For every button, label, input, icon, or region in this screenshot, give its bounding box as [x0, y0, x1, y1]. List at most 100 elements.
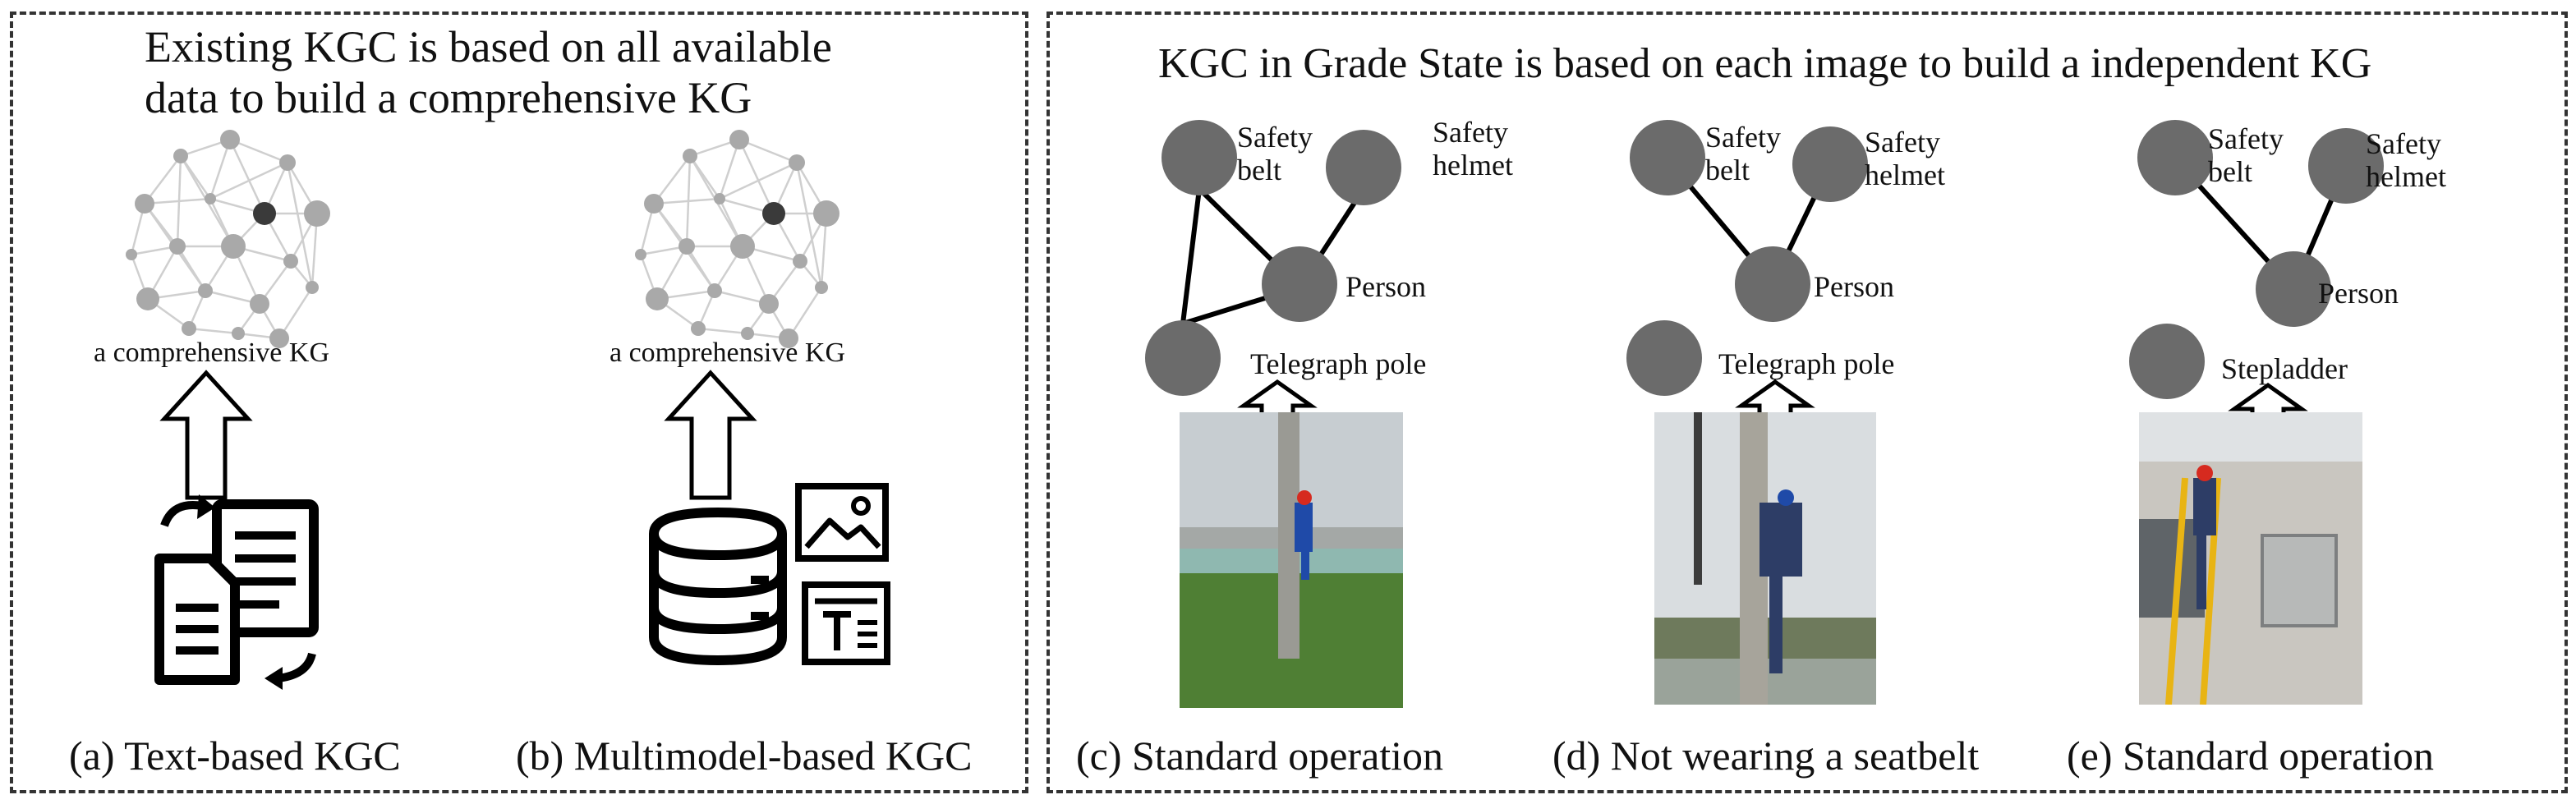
network-node [741, 327, 754, 340]
kg-node-safety-belt [1162, 120, 1237, 195]
network-node [304, 200, 330, 227]
network-node [779, 328, 798, 348]
network-node [813, 200, 840, 227]
left-panel [10, 11, 1028, 793]
network-node [707, 283, 722, 298]
network-node [730, 234, 755, 259]
network-node [279, 154, 296, 171]
network-node [691, 321, 706, 336]
network-node [729, 130, 749, 149]
network-edge [278, 287, 314, 339]
kg-label-a: a comprehensive KG [94, 338, 330, 368]
kg-diagram-d [1626, 120, 1868, 396]
kg-node-object [2129, 324, 2205, 399]
right-heading: KGC in Grade State is based on each imag… [1158, 40, 2372, 87]
network-edge [718, 139, 741, 200]
network-edge [738, 139, 775, 214]
network-edge [653, 155, 691, 204]
network-node [762, 202, 785, 225]
kg-diagram-e [2129, 120, 2384, 399]
network-edge [209, 139, 232, 200]
network-edge [209, 161, 288, 200]
text-document-icon [802, 581, 890, 665]
network-node [221, 234, 246, 259]
photo-telegraph-pole-no-seatbelt [1654, 412, 1876, 705]
network-edge [697, 327, 748, 335]
network-node [714, 193, 725, 204]
network-edge [738, 138, 798, 164]
caption-e: (e) Standard operation [2067, 733, 2435, 779]
kg-node-person [2256, 251, 2331, 327]
network-edge [144, 155, 182, 204]
right-panel [1046, 11, 2568, 793]
network-node [253, 202, 276, 225]
photo-telegraph-pole-standard [1180, 412, 1403, 708]
kg-node-safety-belt [1630, 120, 1705, 195]
network-node [169, 238, 186, 255]
photo-stepladder-standard [2139, 412, 2362, 705]
network-node [198, 283, 213, 298]
network-node [306, 281, 319, 294]
kg-node-safety-belt [2137, 120, 2213, 195]
network-node [250, 294, 269, 314]
caption-b: (b) Multimodel-based KGC [516, 733, 973, 779]
network-edge [228, 139, 266, 214]
network-node [793, 254, 807, 269]
network-node [283, 254, 298, 269]
kg-node-safety-helmet [1792, 126, 1868, 202]
network-edge [719, 161, 798, 200]
left-heading-line1: Existing KGC is based on all available [145, 22, 832, 71]
node-label-object-e: Stepladder [2221, 352, 2348, 385]
node-label-object-d: Telegraph pole [1718, 347, 1895, 380]
network-edge [653, 197, 720, 205]
network-node [789, 154, 805, 171]
network-node [815, 281, 828, 294]
network-edge [795, 162, 823, 288]
network-edge [286, 162, 314, 288]
kg-node-object [1626, 320, 1702, 396]
network-node [644, 194, 664, 214]
caption-d: (d) Not wearing a seatbelt [1552, 733, 1980, 779]
network-node [646, 287, 669, 310]
network-node [232, 327, 245, 340]
network-graph-icon [126, 130, 330, 348]
network-node [136, 287, 159, 310]
kg-label-b: a comprehensive KG [610, 338, 846, 368]
node-label-object-c: Telegraph pole [1250, 347, 1427, 380]
image-icon [795, 483, 889, 562]
up-arrow-icon [159, 370, 253, 500]
network-node [683, 149, 697, 163]
kg-diagram-c [1145, 120, 1401, 396]
caption-c: (c) Standard operation [1076, 733, 1444, 779]
node-label-person-e: Person [2318, 277, 2399, 310]
left-heading-line2: data to build a comprehensive KG [145, 73, 752, 122]
node-label-person-d: Person [1814, 270, 1894, 303]
network-node [126, 249, 137, 260]
kg-node-safety-helmet [2308, 128, 2384, 204]
kg-edge [1180, 188, 1202, 324]
node-label-person-c: Person [1346, 270, 1426, 303]
network-node [182, 321, 196, 336]
kg-node-object [1145, 320, 1221, 396]
network-node [173, 149, 188, 163]
database-icon [649, 507, 787, 666]
network-node [135, 194, 154, 214]
up-arrow-icon [664, 370, 757, 500]
network-node [678, 238, 695, 255]
network-node [205, 193, 216, 204]
network-graph-icon [635, 130, 840, 348]
network-edge [787, 287, 823, 339]
network-node [759, 294, 779, 314]
network-edge [144, 197, 211, 205]
network-node [269, 328, 289, 348]
network-edge [229, 138, 288, 164]
network-edge [188, 327, 239, 335]
kg-node-safety-helmet [1326, 130, 1401, 205]
caption-a: (a) Text-based KGC [69, 733, 401, 779]
